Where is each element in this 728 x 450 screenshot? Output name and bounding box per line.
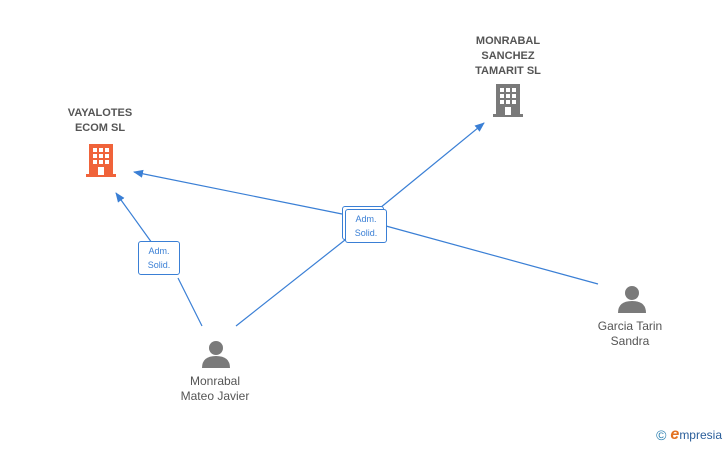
empresia-watermark: © empresia xyxy=(656,426,722,444)
edge-garcia-to-vayalotes xyxy=(385,225,599,285)
building-icon xyxy=(86,144,116,177)
edge-label-adm-solid[interactable]: Adm. Solid. xyxy=(138,241,180,275)
edge-mateo-to-vayalotes-upper xyxy=(115,192,153,244)
edge-mateo-to-monrabal-sanchez-upper xyxy=(379,122,485,209)
edge-mateo-to-monrabal-sanchez xyxy=(235,235,351,327)
building-icon xyxy=(493,84,523,117)
person-icon xyxy=(202,341,230,368)
person-icon xyxy=(618,286,646,313)
person-label-monrabal-mateo: Monrabal Mateo Javier xyxy=(180,374,250,403)
edge-garcia-to-vayalotes-upper xyxy=(133,169,343,215)
copyright-symbol: © xyxy=(656,427,667,443)
person-label-garcia-tarin: Garcia Tarin Sandra xyxy=(597,319,663,348)
edge-mateo-to-vayalotes xyxy=(177,277,203,327)
company-label-monrabal-sanchez: MONRABAL SANCHEZ TAMARIT SL xyxy=(475,35,541,77)
edge-label-adm-solid-stack[interactable]: Adm. Solid. xyxy=(345,209,387,243)
brand-name: mpresia xyxy=(679,428,722,442)
company-label-vayalotes: VAYALOTES ECOM SL xyxy=(67,107,133,134)
brand-initial: e xyxy=(670,426,680,443)
